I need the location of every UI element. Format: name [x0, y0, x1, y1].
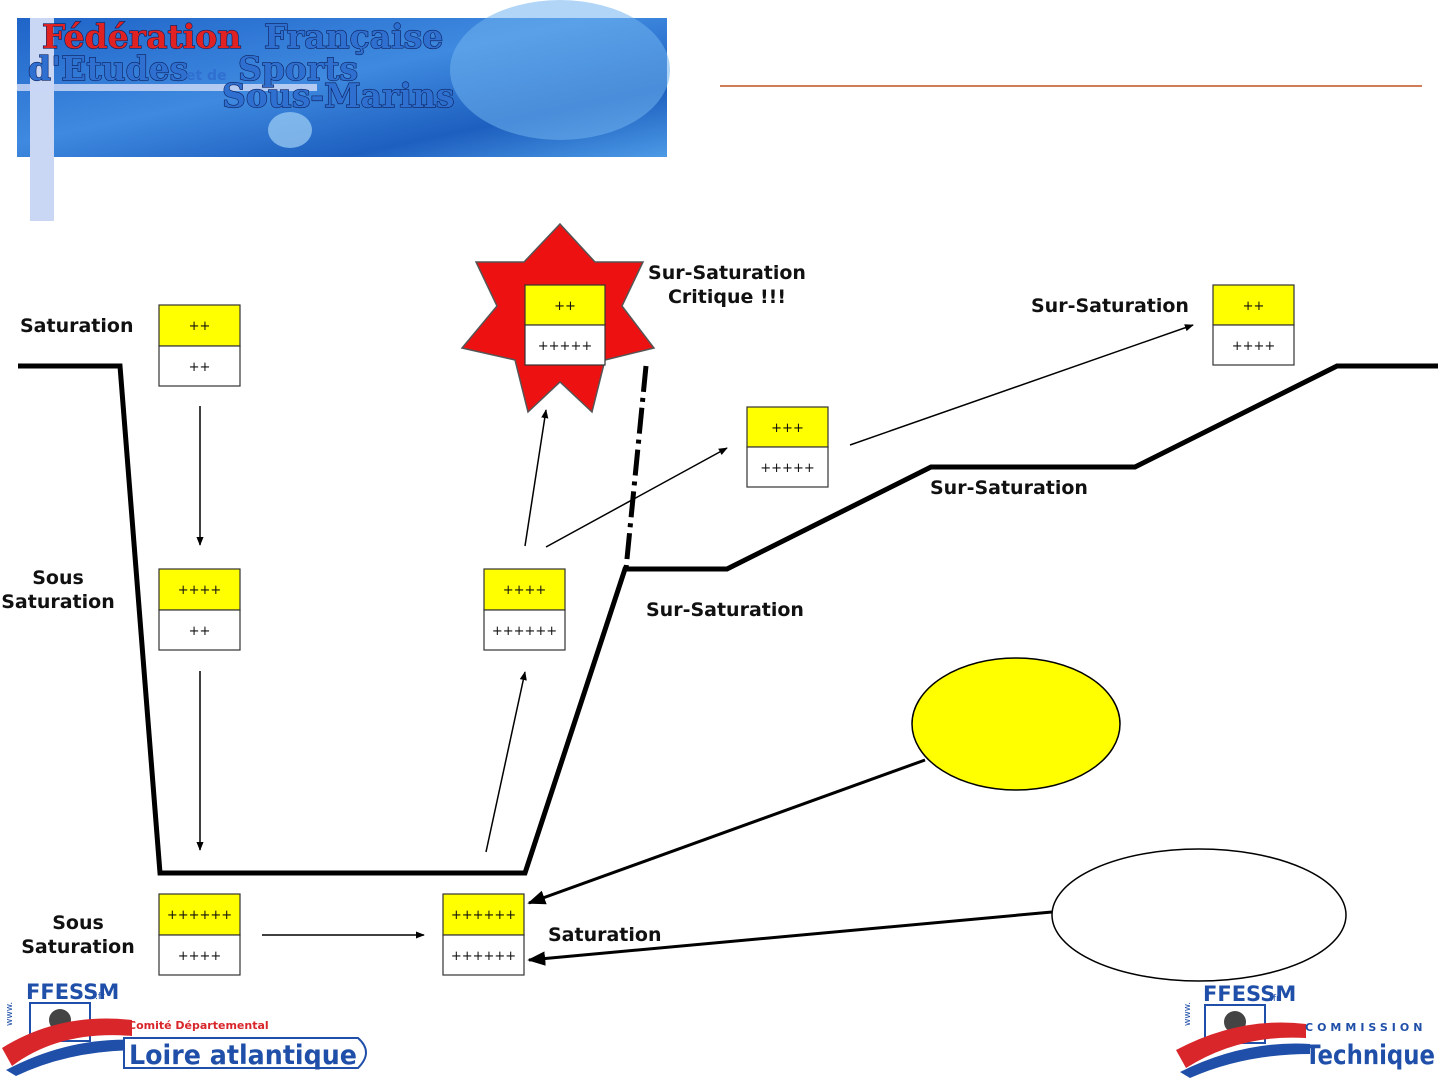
- label-sous-saturation-mid-line2: Saturation: [1, 591, 114, 613]
- box-b6-bottom-value: +++++: [538, 339, 592, 354]
- banner-word-francaise: Française: [264, 17, 443, 56]
- footer-right-www: www.: [1183, 1002, 1193, 1026]
- arrow-yellow-ellipse-to-b4: [527, 758, 926, 905]
- bubble-shape: [268, 112, 312, 148]
- label-saturation-top: Saturation: [20, 315, 133, 337]
- box-b6: ++ +++++: [524, 284, 606, 366]
- box-b7: +++ +++++: [746, 406, 829, 488]
- footer-right-blue-swoosh: [1180, 1043, 1310, 1078]
- banner-word-sports: Sports: [238, 49, 358, 88]
- box-b2-top-value: ++++: [178, 583, 222, 598]
- label-saturation-bottom: Saturation: [548, 924, 661, 946]
- banner-word-sous-marins: Sous-Marins: [222, 76, 455, 115]
- box-b4: ++++++ ++++++: [442, 893, 525, 976]
- footer-right-red-swoosh: [1176, 1022, 1306, 1068]
- label-sur-saturation-top-right: Sur-Saturation: [1031, 295, 1189, 317]
- box-b7-bottom-value: +++++: [760, 461, 814, 476]
- box-b5: ++++ ++++++: [483, 568, 566, 651]
- arrow-b7-to-b8: [849, 324, 1194, 446]
- arrow-b4-to-b5: [485, 671, 527, 853]
- box-b1-top-value: ++: [189, 319, 211, 334]
- label-sous-saturation-mid-line1: Sous: [32, 567, 84, 589]
- footer-left-fr: .fr: [95, 992, 105, 1002]
- box-b4-top-value: ++++++: [451, 908, 516, 923]
- label-sur-saturation-critique-line2: Critique !!!: [668, 286, 786, 308]
- footer-logo-right: FFESSM .fr www. COMMISSION Technique: [1176, 982, 1435, 1078]
- box-b1: ++ ++: [158, 304, 241, 387]
- arrow-b5-to-b6: [524, 409, 549, 547]
- footer-left-title-frame: [123, 1037, 367, 1069]
- box-b8-bottom-value: ++++: [1232, 339, 1276, 354]
- banner-horizontal-bar: [17, 84, 317, 91]
- footer-left-red-swoosh: [2, 1018, 132, 1066]
- label-sur-saturation-low: Sur-Saturation: [646, 599, 804, 621]
- dive-profile-curve: [18, 363, 1438, 876]
- label-sur-saturation-mid: Sur-Saturation: [930, 477, 1088, 499]
- footer-left-brand: FFESSM: [26, 980, 119, 1004]
- footer-right-title: Technique: [1305, 1040, 1435, 1071]
- box-b6-top-value: ++: [554, 299, 576, 314]
- box-b1-bottom-value: ++: [189, 360, 211, 375]
- footer-left-title: Loire atlantique: [129, 1040, 357, 1071]
- arrow-white-ellipse-to-b4: [527, 910, 1053, 966]
- white-ellipse: [1051, 848, 1347, 982]
- footer-left-subtitle: Comité Départemental: [128, 1019, 269, 1032]
- box-b3-bottom-value: ++++: [178, 949, 222, 964]
- box-b3-top-value: ++++++: [167, 908, 232, 923]
- box-b4-bottom-value: ++++++: [451, 949, 516, 964]
- footer-left-blue-swoosh: [6, 1039, 140, 1076]
- label-sur-saturation-critique-line1: Sur-Saturation: [648, 262, 806, 284]
- label-sous-saturation-bottom-line1: Sous: [52, 912, 104, 934]
- box-b2: ++++ ++: [158, 568, 241, 651]
- banner-word-et-de: et de: [186, 68, 227, 84]
- box-b2-bottom-value: ++: [189, 624, 211, 639]
- box-b7-top-value: +++: [771, 421, 804, 436]
- box-b8-top-value: ++: [1243, 299, 1265, 314]
- box-b3: ++++++ ++++: [158, 893, 241, 976]
- box-b5-bottom-value: ++++++: [492, 624, 557, 639]
- critical-ascent-dashed-line: [623, 365, 649, 570]
- box-b5-top-value: ++++: [503, 583, 547, 598]
- footer-right-subtitle: COMMISSION: [1305, 1021, 1426, 1034]
- header-banner: Fédération Française d'Etudes et de Spor…: [17, 0, 670, 221]
- banner-word-federation: Fédération: [42, 17, 241, 56]
- dolphin-shape: [450, 0, 670, 140]
- arrow-b5-to-b7: [545, 447, 728, 548]
- banner-vertical-bar: [30, 18, 54, 221]
- footer-logo-left: FFESSM .fr www. Comité Départemental Loi…: [2, 980, 367, 1076]
- footer-right-brand: FFESSM: [1203, 982, 1296, 1006]
- banner-word-etudes: d'Etudes: [28, 49, 188, 88]
- box-b8: ++ ++++: [1212, 284, 1295, 366]
- label-sous-saturation-bottom-line2: Saturation: [21, 936, 134, 958]
- footer-left-www: www.: [5, 1002, 15, 1026]
- footer-right-fr: .fr: [1270, 994, 1280, 1004]
- yellow-ellipse: [911, 657, 1121, 791]
